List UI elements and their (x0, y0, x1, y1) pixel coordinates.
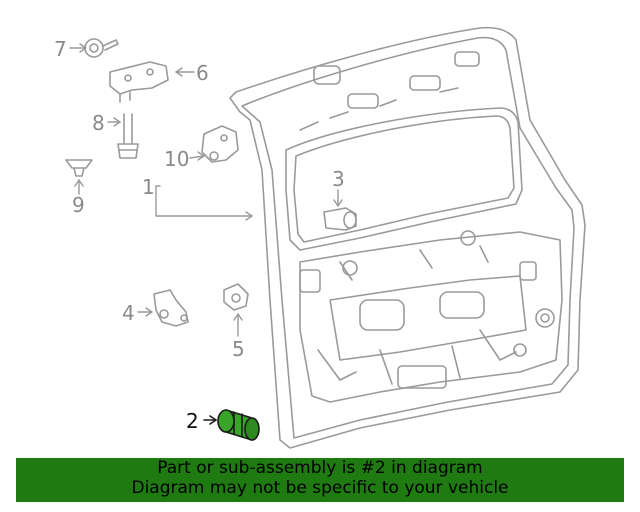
part-7-washer (84, 38, 119, 58)
callout-4: 4 (122, 301, 135, 325)
liftgate-assembly (229, 26, 586, 449)
part-10-hinge (201, 125, 239, 163)
part-8-bolt (117, 113, 139, 159)
callout-8: 8 (92, 111, 105, 135)
callout-3: 3 (332, 167, 345, 191)
part-9-grommet (65, 159, 93, 177)
callout-5: 5 (232, 337, 245, 361)
callout-7: 7 (54, 37, 67, 61)
callout-10: 10 (164, 147, 189, 171)
leader-lines (69, 43, 343, 337)
callout-1: 1 (142, 175, 155, 199)
callout-9: 9 (72, 193, 85, 217)
part-2-highlighted (203, 409, 260, 441)
part-5-stop (223, 283, 249, 311)
banner-line-1: Part or sub-assembly is #2 in diagram (157, 458, 483, 478)
fitment-banner: Part or sub-assembly is #2 in diagram Di… (16, 458, 624, 502)
banner-line-2: Diagram may not be specific to your vehi… (131, 478, 509, 498)
part-3-bumper (323, 207, 357, 231)
callout-2: 2 (186, 409, 199, 433)
callout-6: 6 (196, 61, 209, 85)
part-6-hinge (109, 61, 169, 103)
part-4-bracket (153, 289, 189, 327)
